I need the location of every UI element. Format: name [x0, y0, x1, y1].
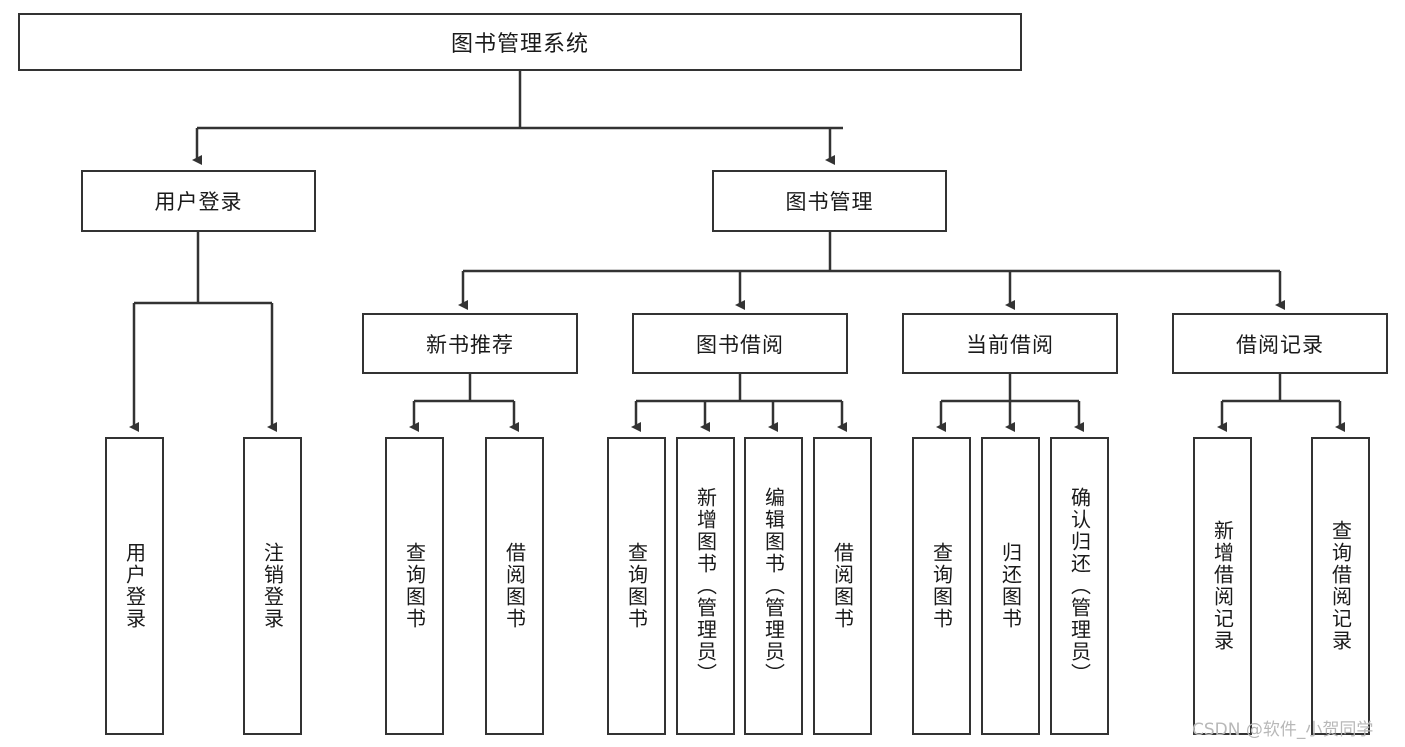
node-label: 借阅图书 [502, 542, 527, 630]
node-new-book-recommendation[interactable]: 新书推荐 [362, 313, 578, 374]
node-label: 查询图书 [624, 542, 649, 630]
node-label: 图书管理系统 [450, 32, 589, 57]
node-leaf-confirm-return-admin[interactable]: 确认归还（管理员） [1050, 437, 1109, 735]
node-leaf-user-login[interactable]: 用户登录 [105, 437, 164, 735]
node-label: 用户登录 [122, 542, 147, 630]
node-label: 确认归还（管理员） [1067, 487, 1092, 685]
node-label: 新增图书（管理员） [693, 487, 718, 685]
node-leaf-query-borrow-record[interactable]: 查询借阅记录 [1311, 437, 1370, 735]
node-leaf-query-books-new[interactable]: 查询图书 [385, 437, 444, 735]
node-book-borrowing[interactable]: 图书借阅 [632, 313, 848, 374]
node-label: 图书借阅 [696, 332, 784, 357]
node-label: 借阅记录 [1236, 332, 1324, 357]
node-leaf-add-borrow-record[interactable]: 新增借阅记录 [1193, 437, 1252, 735]
node-label: 查询图书 [929, 542, 954, 630]
node-current-borrowing[interactable]: 当前借阅 [902, 313, 1118, 374]
node-label: 归还图书 [998, 542, 1023, 630]
node-leaf-borrow-books-new[interactable]: 借阅图书 [485, 437, 544, 735]
node-root-library-system[interactable]: 图书管理系统 [18, 13, 1022, 71]
node-label: 当前借阅 [966, 332, 1054, 357]
node-label: 借阅图书 [830, 542, 855, 630]
node-label: 新书推荐 [426, 332, 514, 357]
node-leaf-add-book-admin[interactable]: 新增图书（管理员） [676, 437, 735, 735]
node-label: 新增借阅记录 [1210, 520, 1235, 652]
node-leaf-query-books-borrow[interactable]: 查询图书 [607, 437, 666, 735]
node-label: 用户登录 [154, 190, 243, 214]
node-label: 图书管理 [785, 190, 874, 214]
node-book-management[interactable]: 图书管理 [712, 170, 947, 232]
node-label: 注销登录 [260, 542, 285, 630]
node-leaf-borrow-books[interactable]: 借阅图书 [813, 437, 872, 735]
node-label: 编辑图书（管理员） [761, 487, 786, 685]
node-user-login[interactable]: 用户登录 [81, 170, 316, 232]
node-borrowing-records[interactable]: 借阅记录 [1172, 313, 1388, 374]
node-label: 查询图书 [402, 542, 427, 630]
node-label: 查询借阅记录 [1328, 520, 1353, 652]
csdn-watermark: CSDN @软件_小贺同学 [1192, 720, 1374, 740]
node-leaf-return-books[interactable]: 归还图书 [981, 437, 1040, 735]
node-leaf-query-books-current[interactable]: 查询图书 [912, 437, 971, 735]
node-leaf-edit-book-admin[interactable]: 编辑图书（管理员） [744, 437, 803, 735]
node-leaf-logout[interactable]: 注销登录 [243, 437, 302, 735]
